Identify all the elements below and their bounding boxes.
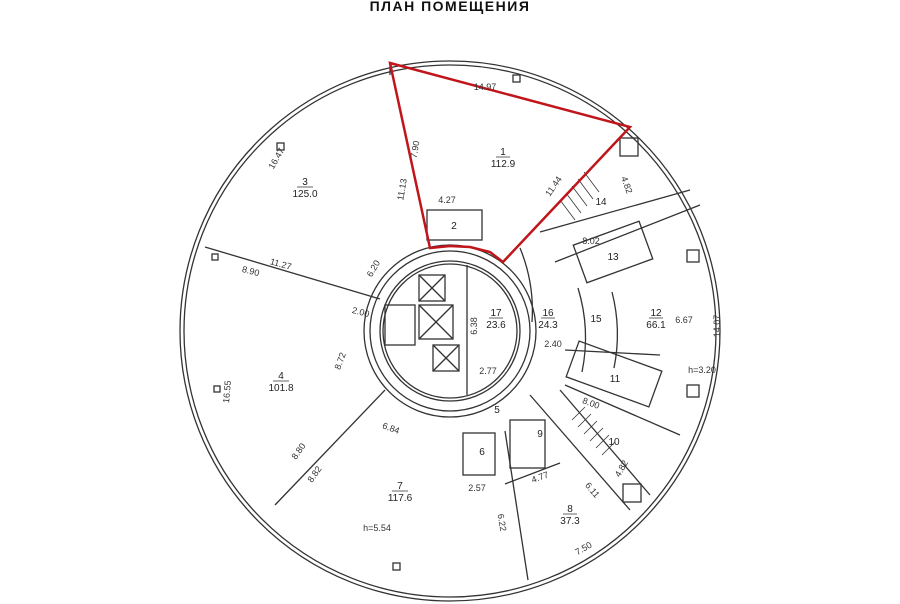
svg-text:66.1: 66.1 <box>646 320 666 331</box>
room-number: 10 <box>608 437 620 448</box>
dimension: 11.44 <box>543 174 564 198</box>
dimension: 8.82 <box>305 464 323 484</box>
dimension: 16.55 <box>221 380 233 403</box>
svg-text:1: 1 <box>500 147 506 158</box>
room-number: 15 <box>590 314 602 325</box>
room-number: 2 <box>451 221 457 232</box>
dimension: 2.40 <box>544 339 562 349</box>
svg-text:125.0: 125.0 <box>292 189 317 200</box>
dimension: 6.38 <box>469 317 479 335</box>
svg-text:12: 12 <box>650 308 662 319</box>
svg-text:23.6: 23.6 <box>486 320 506 331</box>
dimension: 11.13 <box>395 178 409 201</box>
dimension: 8.80 <box>289 441 307 461</box>
dimension: 4.27 <box>438 195 456 205</box>
svg-text:16: 16 <box>542 308 554 319</box>
dimension: 2.77 <box>479 366 497 376</box>
room-number: 9 <box>537 429 543 440</box>
highlighted-room-1-outline[interactable] <box>388 61 633 264</box>
svg-text:24.3: 24.3 <box>538 320 558 331</box>
dimension: 4.77 <box>530 469 550 484</box>
walls <box>179 60 721 602</box>
svg-text:101.8: 101.8 <box>268 383 293 394</box>
svg-text:112.9: 112.9 <box>491 159 516 170</box>
dimension: 6.22 <box>496 513 509 532</box>
dimension: 2.00 <box>351 305 371 319</box>
dimension: 8.02 <box>582 236 600 246</box>
svg-text:4: 4 <box>278 371 284 382</box>
room-label: 837.3 <box>560 504 580 527</box>
dimension: 7.90 <box>409 140 422 159</box>
dimension: 6.67 <box>675 315 693 325</box>
svg-text:37.3: 37.3 <box>560 516 580 527</box>
dimension: h=5.54 <box>363 523 391 533</box>
dimension: 16.47 <box>266 146 286 171</box>
room-number: 6 <box>479 447 485 458</box>
svg-text:7: 7 <box>397 481 403 492</box>
dimension: 6.84 <box>381 420 401 435</box>
dimension: 8.72 <box>332 351 347 371</box>
dimension: 8.00 <box>581 395 601 410</box>
svg-text:8: 8 <box>567 504 573 515</box>
room-number: 11 <box>610 374 621 385</box>
dimension: 7.50 <box>573 540 593 557</box>
room-number: 5 <box>494 405 500 416</box>
dimension: 4.82 <box>619 175 634 195</box>
dimension: 6.20 <box>365 258 382 278</box>
svg-text:117.6: 117.6 <box>388 493 413 504</box>
dimension: 8.90 <box>241 264 261 278</box>
svg-text:17: 17 <box>490 308 502 319</box>
svg-text:3: 3 <box>302 177 308 188</box>
dimension: h=3.20 <box>688 365 716 375</box>
room-number: 14 <box>595 197 607 208</box>
dimension: 2.57 <box>468 483 486 493</box>
dimension: 6.11 <box>583 480 601 499</box>
plan-title: ПЛАН ПОМЕЩЕНИЯ <box>369 0 531 14</box>
dimension: 14.97 <box>474 82 497 92</box>
dimension: 14.07 <box>712 315 722 338</box>
room-number: 13 <box>607 252 619 263</box>
